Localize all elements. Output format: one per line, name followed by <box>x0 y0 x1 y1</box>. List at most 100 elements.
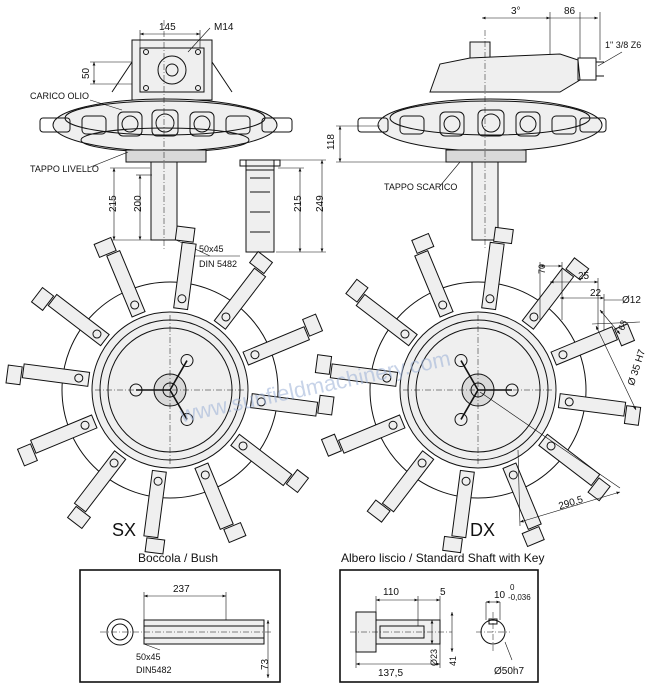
tine-holder <box>557 393 627 417</box>
tine-holder <box>521 267 575 330</box>
dim-145-label: 145 <box>159 22 176 33</box>
rotor-outer-ring <box>61 281 279 499</box>
shaft-labels: Albero liscio / Standard Shaft with Key … <box>341 551 544 679</box>
tine-holder <box>538 433 601 487</box>
tine-bolt <box>221 312 231 322</box>
angle-housing <box>429 53 581 93</box>
dim-d23-label: Ø23 <box>429 649 439 666</box>
tine-bolt <box>508 470 518 480</box>
dim-215-side-label: 215 <box>293 195 304 212</box>
tappo-livello-label: TAPPO LIVELLO <box>30 164 99 174</box>
tine-holder <box>73 450 127 513</box>
tine-blade <box>223 521 247 544</box>
tine-blade <box>285 468 310 494</box>
dim-73-label: 73 <box>260 658 271 670</box>
tine-blade <box>521 525 545 548</box>
dim-237-label: 237 <box>173 584 190 595</box>
tine-holder <box>329 363 399 387</box>
tine-holder <box>355 293 418 347</box>
dx-label: DX <box>470 520 495 540</box>
tine-blade <box>93 236 117 259</box>
tine-bolt <box>177 294 187 304</box>
tine-bolt <box>382 373 392 383</box>
dim-249-label: 249 <box>315 195 326 212</box>
bush-din-label: DIN5482 <box>136 665 172 675</box>
tine-holder <box>21 363 91 387</box>
dim-41-label: 41 <box>448 656 458 666</box>
shaft-side-view <box>245 159 275 253</box>
tine-blade <box>174 225 196 243</box>
tine-bolt <box>109 458 119 468</box>
tine-holder <box>194 462 234 531</box>
hub-arm-end <box>180 412 194 426</box>
dim-200-label: 200 <box>133 195 144 212</box>
tol-upper-label: 0 <box>510 583 515 592</box>
dim-d35-label: Ø 35 H7 <box>626 348 648 387</box>
tine-holder <box>213 267 267 330</box>
tine-holder <box>550 326 619 366</box>
tine-blade <box>565 257 590 281</box>
hub-arm-end <box>454 412 468 426</box>
hub-arm-end <box>180 354 194 368</box>
tine-bolt <box>417 458 427 468</box>
bush-spline-label: 50x45 <box>136 652 161 662</box>
tine-bolt <box>438 300 448 310</box>
tine-holder <box>381 450 435 513</box>
front-view-gearbox <box>39 20 326 257</box>
tine-blade <box>248 250 274 275</box>
tol-lower-label: -0,036 <box>508 593 531 602</box>
rotor-disc <box>52 98 278 152</box>
tine-holder <box>173 241 197 311</box>
tine-bolt <box>485 294 495 304</box>
dim-118-label: 118 <box>326 134 337 150</box>
carico-olio-label: CARICO OLIO <box>30 91 89 101</box>
spline-50x45-label: 50x45 <box>199 244 224 254</box>
gearbox-housing <box>131 39 213 101</box>
tine-bolt <box>153 476 163 486</box>
tappo-scarico-label: TAPPO SCARICO <box>384 182 457 192</box>
bush-title: Boccola / Bush <box>138 551 218 565</box>
tine-holder <box>249 393 319 417</box>
dim-215-label: 215 <box>108 195 119 212</box>
dim-110-label: 110 <box>383 587 399 598</box>
tine-holder <box>481 241 505 311</box>
tine-bolt <box>256 397 266 407</box>
tine-blade <box>366 499 391 523</box>
side-view-labels: 3° 86 1" 3/8 Z6 118 TAPPO SCARICO <box>326 6 641 192</box>
tine-blade <box>411 232 435 255</box>
front-view-labels: 145 M14 50 CARICO OLIO TAPPO LIVELLO 215… <box>30 22 326 269</box>
shaft-panel <box>339 569 539 683</box>
tine-holder <box>242 326 311 366</box>
tine-bolt <box>238 441 248 451</box>
input-shaft-circle <box>157 55 187 85</box>
dim-86-label: 86 <box>564 6 576 17</box>
tine-holder <box>414 249 454 318</box>
bush-panel <box>79 569 281 683</box>
bush-labels: Boccola / Bush 237 73 50x45 DIN5482 <box>136 551 271 675</box>
tine-blade <box>345 278 369 303</box>
bush-frame <box>79 569 281 683</box>
rotor-dx <box>314 226 642 554</box>
tine-blade <box>317 394 335 416</box>
tine-bolt <box>400 329 410 339</box>
hub-arm-end <box>454 354 468 368</box>
tine-holder <box>230 433 293 487</box>
dim-290-label: 290,5 <box>557 494 585 512</box>
dim-25-label: 25 <box>578 271 590 282</box>
tine-bolt <box>546 441 556 451</box>
dim-d50-label: Ø50h7 <box>494 666 524 677</box>
dim-d12-label: Ø12 <box>622 295 641 306</box>
tine-holder <box>451 469 475 539</box>
tine-bolt <box>564 397 574 407</box>
dim-3deg-label: 3° <box>511 6 521 17</box>
tine-blade <box>442 535 463 554</box>
tine-blade <box>16 443 39 467</box>
tine-bolt <box>461 476 471 486</box>
tine-blade <box>623 405 642 426</box>
tine-holder <box>106 249 146 318</box>
tine-bolt <box>388 420 398 430</box>
tine-blade <box>301 313 324 337</box>
tine-bolt <box>200 470 210 480</box>
